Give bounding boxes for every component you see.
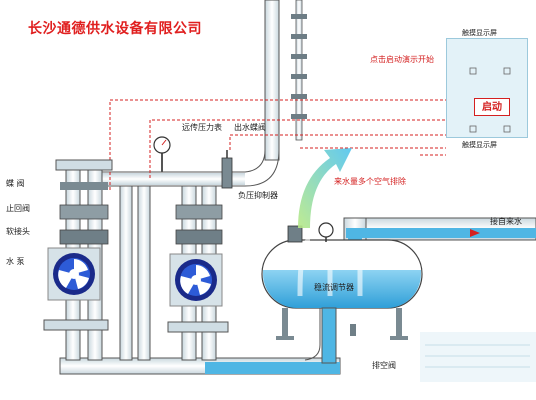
pump-unit-1 [43, 159, 113, 361]
start-hint-text: 点击启动演示开始 [370, 55, 434, 64]
label-negative-pressure-suppressor: 负压抑制器 [238, 191, 278, 200]
middle-pipes [119, 185, 151, 361]
tank-outlet-pipe [304, 307, 356, 364]
label-stabilizing-tank: 稳流调节器 [314, 283, 354, 292]
label-drain-valve: 排空阀 [372, 361, 396, 370]
label-remote-pressure-gauge: 远传压力表 [182, 123, 222, 132]
label-water-pump: 水 泵 [6, 257, 25, 266]
riser-valve-stack [291, 0, 307, 141]
air-release-arrow [298, 148, 352, 228]
outlet-butterfly-valve [221, 150, 233, 189]
stabilizing-tank [261, 222, 423, 340]
remote-pressure-gauge [153, 136, 171, 172]
water-tank-floor [420, 332, 536, 382]
outlet-riser-pipe [95, 0, 280, 187]
pump-unit-2 [167, 185, 229, 361]
label-outlet-butterfly-valve: 出水蝶阀 [234, 123, 266, 132]
panel-bottom-caption: 触摸显示屏 [462, 141, 497, 149]
label-butterfly-valve: 蝶 阀 [6, 179, 25, 188]
label-air-vent-note: 来水量多个空气排除 [334, 177, 406, 186]
bottom-manifold [59, 357, 341, 375]
company-title: 长沙通德供水设备有限公司 [28, 21, 202, 37]
label-water-inlet: 接自来水 [490, 217, 522, 226]
touch-screen-panel [446, 38, 528, 138]
label-soft-joint: 软接头 [6, 227, 30, 236]
panel-top-caption: 触摸显示屏 [462, 29, 497, 37]
label-check-valve: 止回阀 [6, 204, 30, 213]
start-button[interactable]: 启动 [474, 98, 510, 116]
